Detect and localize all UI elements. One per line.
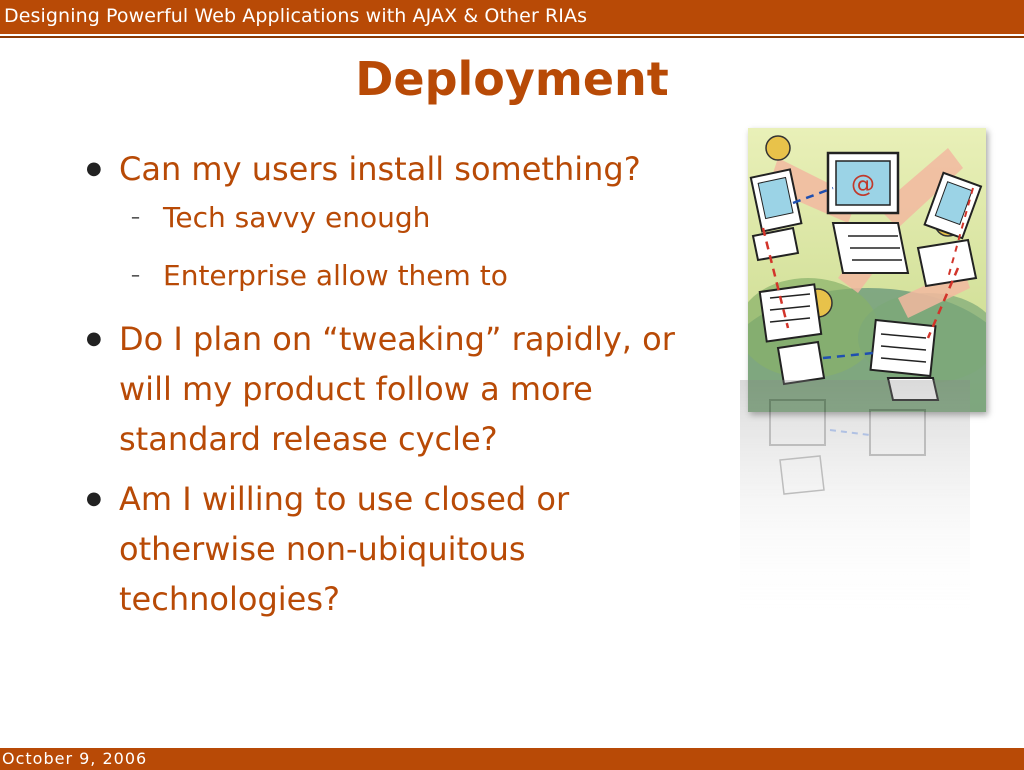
- slide-title: Deployment: [355, 52, 669, 106]
- dash-icon: –: [131, 265, 140, 286]
- bullet-text: Am I willing to use closed or otherwise …: [119, 480, 570, 618]
- reflection-graphic: [740, 380, 970, 620]
- dash-icon: –: [131, 207, 140, 228]
- sub-bullet-text: Enterprise allow them to: [163, 259, 508, 292]
- footer-date: October 9, 2006: [2, 749, 148, 768]
- bullet-item: ● Can my users install something? – Tech…: [82, 144, 732, 296]
- header-bar: Designing Powerful Web Applications with…: [0, 0, 1024, 36]
- presentation-title: Designing Powerful Web Applications with…: [4, 5, 588, 27]
- bullet-text: Do I plan on “tweaking” rapidly, or will…: [119, 320, 675, 458]
- bullet-item: ● Do I plan on “tweaking” rapidly, or wi…: [82, 314, 732, 464]
- sub-bullet-text: Tech savvy enough: [163, 201, 431, 234]
- sub-bullet-item: – Tech savvy enough: [119, 198, 732, 238]
- svg-text:@: @: [851, 170, 875, 198]
- bullet-dot-icon: ●: [86, 158, 102, 179]
- sub-bullet-item: – Enterprise allow them to: [119, 256, 732, 296]
- bullet-dot-icon: ●: [86, 488, 102, 509]
- network-computers-icon: @: [718, 128, 1018, 468]
- footer-bar: October 9, 2006: [0, 746, 1024, 770]
- bullet-item: ● Am I willing to use closed or otherwis…: [82, 474, 732, 624]
- bullet-text: Can my users install something?: [119, 150, 641, 188]
- sub-bullet-list: – Tech savvy enough – Enterprise allow t…: [119, 198, 732, 296]
- clipart-reflection: [740, 380, 970, 620]
- bullet-dot-icon: ●: [86, 328, 102, 349]
- network-clipart-image: @: [718, 128, 1018, 468]
- bullet-list: ● Can my users install something? – Tech…: [82, 144, 732, 634]
